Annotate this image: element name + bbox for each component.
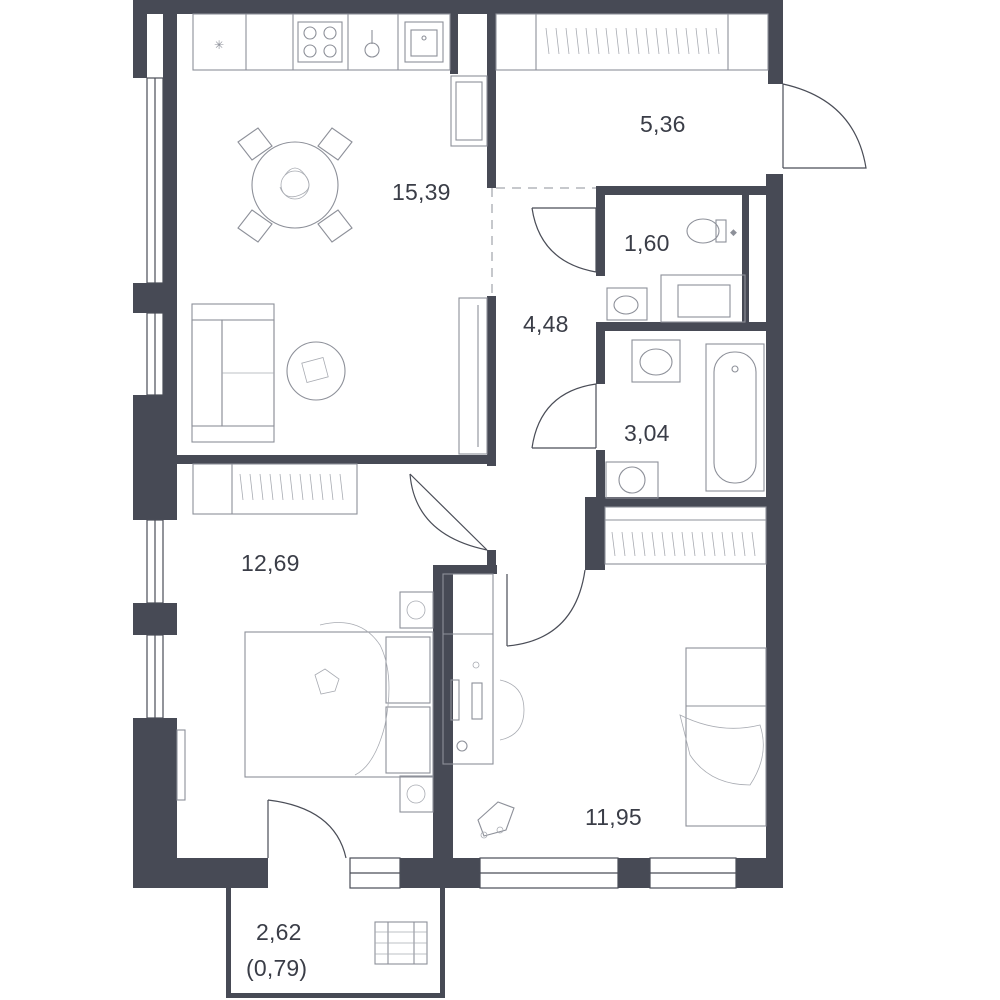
wall-left-inner (163, 14, 177, 444)
balcony-wall-bottom (226, 993, 445, 998)
wall-left-pier3 (133, 603, 177, 635)
wall-corridor-stub (487, 550, 496, 574)
bed-icon (244, 622, 434, 778)
coffee-table-icon (286, 341, 346, 401)
wall-left-top (133, 0, 147, 78)
faucet-icon (364, 30, 380, 58)
wall-kitchen-right-low (487, 296, 496, 466)
wall-wc-left-low (596, 322, 605, 384)
wall-bath-bottom (596, 497, 766, 507)
bedroom-left-wardrobe-icon (192, 463, 358, 515)
bathroom-door (531, 383, 597, 449)
flush-icon: ◆ (730, 228, 737, 238)
kitchen-counter: ✳ (192, 13, 451, 71)
room-area-living-kitchen: 15,39 (392, 179, 451, 205)
wall-bottom-left (133, 858, 268, 888)
wall-bottom-right (736, 858, 783, 888)
room-area-bathroom: 3,04 (624, 420, 670, 446)
wardrobe-icon (495, 13, 769, 71)
balcony-door (267, 799, 347, 859)
wall-wc-top (596, 186, 766, 195)
cooktop-icon (297, 21, 343, 63)
washing-machine-icon (605, 461, 659, 499)
wall-living-bottom (177, 455, 496, 464)
fridge (450, 75, 488, 147)
doors (267, 83, 867, 859)
wall-wc-left (596, 186, 605, 276)
windows (146, 77, 737, 889)
sofa-icon (191, 303, 275, 443)
bedroom-right-wardrobe-icon (604, 506, 767, 565)
wall-bedroom-divider-top (433, 565, 497, 574)
wall-bath-left-low (585, 497, 605, 570)
wall-wc-bottom (596, 322, 766, 331)
desk-icon (442, 573, 525, 765)
wall-kitchen-hall (487, 14, 496, 188)
bathroom-sink-icon (631, 339, 681, 383)
mirror (176, 729, 186, 801)
room-area-balcony: 2,62 (256, 919, 302, 945)
wall-right-top (768, 0, 783, 84)
entrance-door (782, 83, 867, 169)
wc-door (531, 207, 597, 273)
wall-top (133, 0, 783, 14)
room-area-hall-top: 5,36 (640, 111, 686, 137)
bathtub-icon (705, 343, 765, 492)
room-area-bedroom-right: 11,95 (585, 804, 642, 830)
room-area-balcony-reduced: (0,79) (246, 955, 307, 981)
wall-bath-left (596, 450, 605, 500)
nightstand-bottom (399, 775, 434, 813)
balcony-wall-right (440, 888, 445, 998)
nightstand-top (399, 591, 434, 629)
balcony-wall-left (226, 888, 231, 998)
bedroom-right-bed-icon (679, 647, 767, 827)
wall-fridge-niche (450, 14, 458, 74)
tv-unit (458, 297, 488, 455)
bedroom-right-door (506, 569, 586, 647)
walls (133, 0, 783, 998)
room-area-bedroom-left: 12,69 (241, 550, 300, 576)
bedroom-left-door (409, 473, 488, 551)
balcony-rack-icon (374, 921, 428, 965)
sparkle-icon: ✳ (214, 38, 224, 52)
wc-sink-icon (606, 287, 648, 321)
room-area-corridor: 4,48 (523, 311, 569, 337)
room-area-wc: 1,60 (624, 230, 670, 256)
wall-right-main (766, 174, 783, 888)
toilet-icon: ◆ (686, 218, 737, 244)
wall-wc-shaft (742, 186, 749, 324)
dining-table-icon (237, 127, 353, 243)
sink-icon (404, 21, 444, 63)
wc-cabinet (660, 274, 746, 323)
wall-bottom-pier (618, 858, 650, 888)
skate-icon (477, 801, 515, 839)
